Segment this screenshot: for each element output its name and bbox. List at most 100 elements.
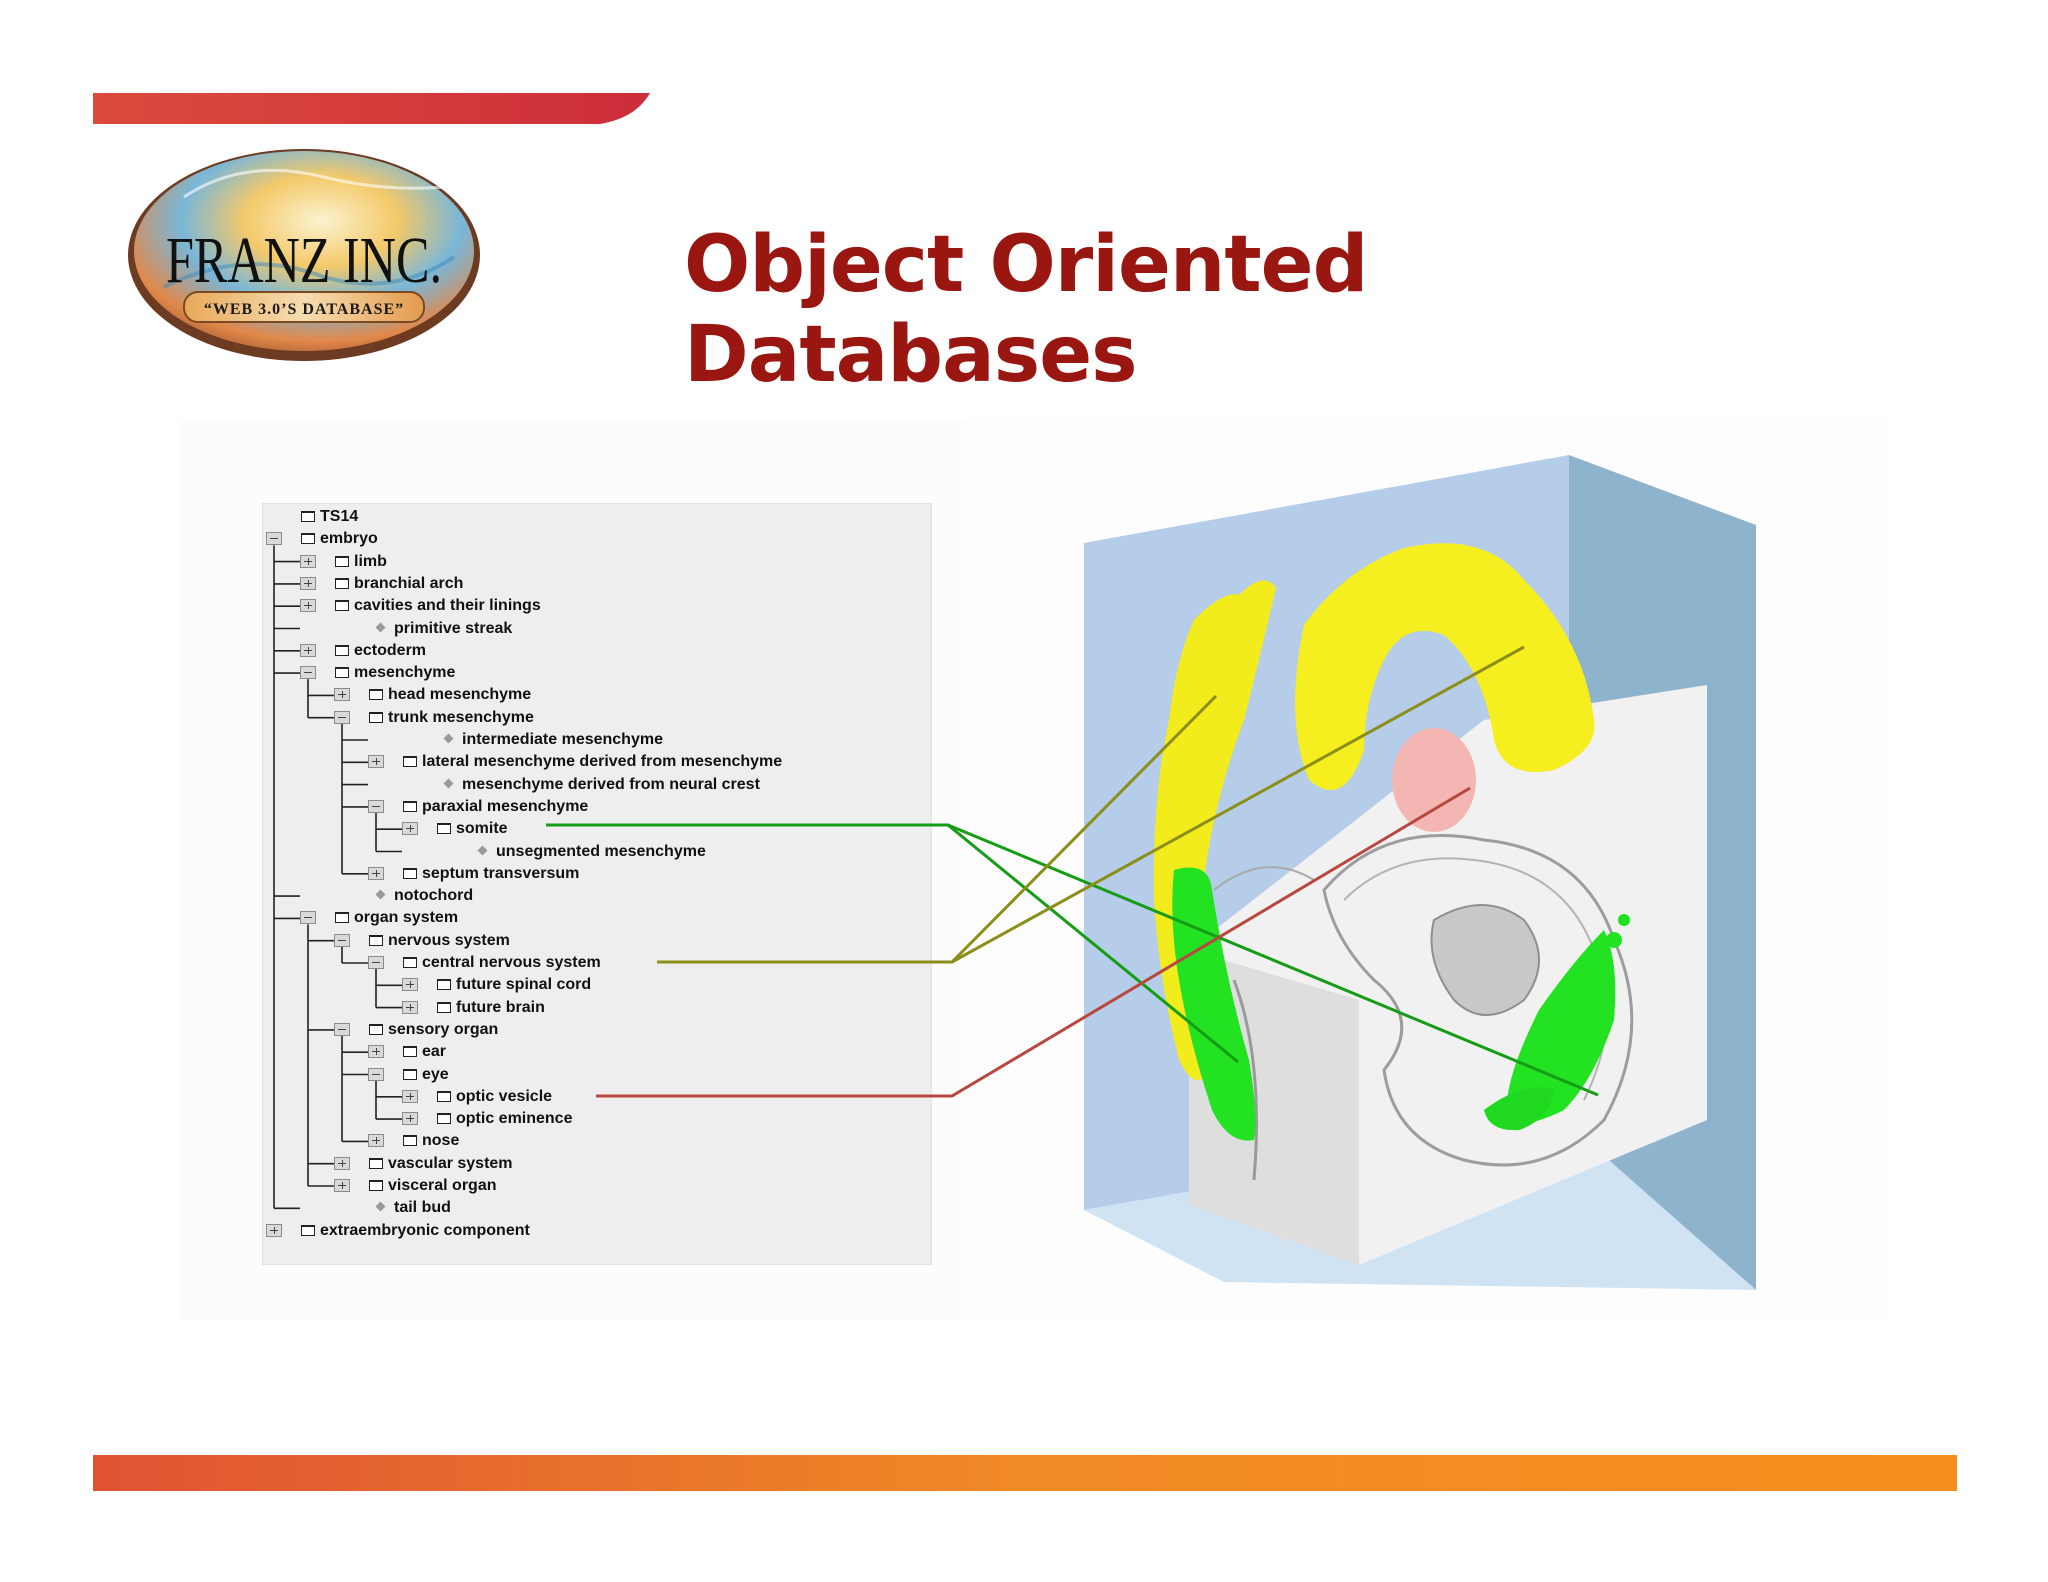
tree-item-eye[interactable]: eye [263,1064,923,1086]
folder-icon [301,1224,315,1236]
tree-item-central-nervous-system[interactable]: central nervous system [263,952,923,974]
expand-icon[interactable] [368,1134,384,1148]
tree-item-label: nervous system [388,931,510,949]
folder-icon [437,1113,451,1125]
expand-icon[interactable] [334,1179,350,1192]
folder-icon [369,1157,383,1169]
expand-icon[interactable] [402,1089,418,1103]
expand-icon[interactable] [368,1045,384,1059]
folder-icon [301,511,315,522]
expand-icon[interactable] [368,755,384,769]
tree-item-ear[interactable]: ear [263,1041,923,1063]
folder-icon [301,533,315,545]
logo-brand: FRANZ INC. [166,224,442,297]
expand-icon[interactable] [334,1156,350,1170]
tree-item-label: nose [422,1132,460,1150]
tree-item-lateral-mesenchyme-derived-from-mesenchyme[interactable]: lateral mesenchyme derived from mesenchy… [263,751,923,773]
tree-item-label: head mesenchyme [388,686,532,704]
expand-icon[interactable] [300,576,316,590]
tree-item-vascular-system[interactable]: vascular system [263,1153,923,1175]
tree-item-notochord[interactable]: notochord [263,885,923,907]
expand-icon[interactable] [402,822,418,836]
leaf-node-icon [443,778,454,789]
tree-item-optic-eminence[interactable]: optic eminence [263,1108,923,1130]
tree-item-nervous-system[interactable]: nervous system [263,930,923,952]
collapse-icon[interactable] [300,911,316,925]
tree-item-organ-system[interactable]: organ system [263,907,923,929]
folder-icon [369,934,383,946]
leaf-node-icon [375,889,386,900]
tree-item-tail-bud[interactable]: tail bud [263,1197,923,1219]
collapse-icon[interactable] [334,1022,350,1036]
tree-item-label: future brain [456,998,545,1016]
tree-item-future-spinal-cord[interactable]: future spinal cord [263,974,923,996]
tree-item-extraembryonic-component[interactable]: extraembryonic component [263,1220,923,1242]
tree-item-ts14[interactable]: TS14 [263,506,923,528]
folder-icon [403,756,417,768]
expand-icon[interactable] [300,554,316,568]
collapse-icon[interactable] [368,956,384,969]
tree-item-paraxial-mesenchyme[interactable]: paraxial mesenchyme [263,796,923,818]
tree-item-label: mesenchyme [354,664,456,682]
tree-item-label: extraembryonic component [320,1221,530,1239]
folder-icon [369,689,383,701]
expand-icon[interactable] [300,599,316,613]
tree-item-label: embryo [320,530,378,548]
tree-item-primitive-streak[interactable]: primitive streak [263,618,923,640]
expand-icon[interactable] [402,1112,418,1126]
tree-item-mesenchyme[interactable]: mesenchyme [263,662,923,684]
tree-item-optic-vesicle[interactable]: optic vesicle [263,1086,923,1108]
tree-item-mesenchyme-derived-from-neural-crest[interactable]: mesenchyme derived from neural crest [263,774,923,796]
folder-icon [403,867,417,879]
tree-item-label: central nervous system [422,954,601,971]
tree-item-future-brain[interactable]: future brain [263,997,923,1019]
tree-item-unsegmented-mesenchyme[interactable]: unsegmented mesenchyme [263,841,923,863]
tree-item-nose[interactable]: nose [263,1130,923,1152]
tree-item-label: optic vesicle [456,1087,553,1105]
tree-item-branchial-arch[interactable]: branchial arch [263,573,923,595]
tree-item-label: unsegmented mesenchyme [496,842,706,860]
tree-item-label: intermediate mesenchyme [462,731,663,748]
expand-icon[interactable] [402,978,418,992]
collapse-icon[interactable] [334,933,350,947]
folder-icon [369,711,383,723]
expand-icon[interactable] [334,688,350,702]
tree-item-label: somite [456,820,508,838]
tree-item-limb[interactable]: limb [263,551,923,573]
tree-item-head-mesenchyme[interactable]: head mesenchyme [263,684,923,706]
folder-icon [403,957,417,968]
tree-item-label: TS14 [320,508,359,525]
tree-item-embryo[interactable]: embryo [263,528,923,550]
collapse-icon[interactable] [266,532,282,546]
embryo-3d-view [964,420,1890,1320]
expand-icon[interactable] [402,1000,418,1014]
tree-item-label: branchial arch [354,574,464,592]
tree-item-label: paraxial mesenchyme [422,797,589,815]
tree-item-ectoderm[interactable]: ectoderm [263,640,923,662]
tree-item-intermediate-mesenchyme[interactable]: intermediate mesenchyme [263,729,923,751]
tree-item-cavities-and-their-linings[interactable]: cavities and their linings [263,595,923,617]
tree-item-septum-transversum[interactable]: septum transversum [263,863,923,885]
optic-vesicle-structure [1392,728,1476,832]
expand-icon[interactable] [266,1223,282,1237]
expand-icon[interactable] [368,866,384,880]
tree-item-somite[interactable]: somite [263,818,923,840]
collapse-icon[interactable] [300,666,316,680]
tree-item-label: sensory organ [388,1020,499,1038]
collapse-icon[interactable] [368,1067,384,1081]
tree-item-label: ectoderm [354,641,427,659]
collapse-icon[interactable] [368,799,384,813]
leaf-node-icon [375,622,386,632]
tree-item-label: ear [422,1043,447,1061]
tree-item-label: eye [422,1065,449,1083]
tree-connector-lines [273,545,402,1210]
tree-item-trunk-mesenchyme[interactable]: trunk mesenchyme [263,707,923,729]
collapse-icon[interactable] [334,710,350,724]
tree-item-sensory-organ[interactable]: sensory organ [263,1019,923,1041]
tree-item-label: visceral organ [388,1177,497,1194]
folder-icon [335,667,349,679]
tree-item-label: septum transversum [422,864,580,882]
expand-icon[interactable] [300,643,316,657]
tree-item-visceral-organ[interactable]: visceral organ [263,1175,923,1197]
